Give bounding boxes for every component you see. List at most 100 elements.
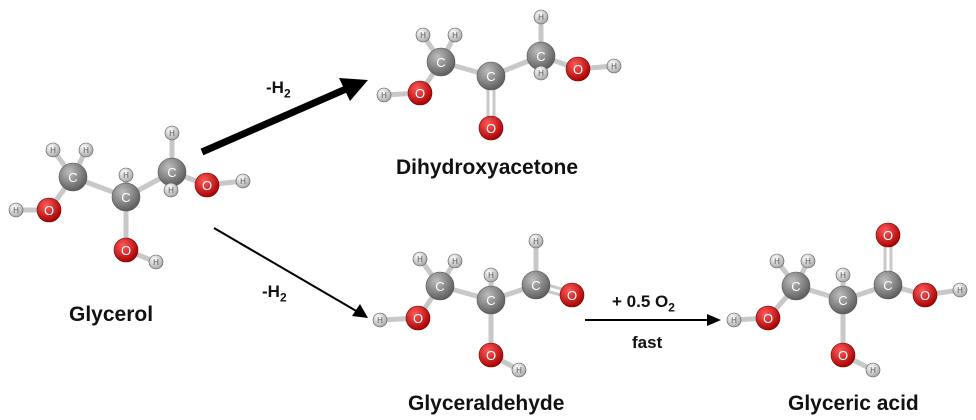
arrow-glyceraldehyde-to-glyceric-acid [585,314,721,326]
svg-text:C: C [531,278,540,293]
svg-text:H: H [516,366,522,375]
svg-text:C: C [791,279,800,294]
hydrogen-atom: H [533,9,549,25]
oxygen-atom: O [478,115,504,141]
svg-text:H: H [381,91,387,100]
hydrogen-atom: H [415,27,431,43]
hydrogen-atom: H [769,253,785,269]
svg-text:H: H [168,186,174,195]
oxygen-atom: O [565,56,591,82]
svg-text:H: H [611,62,617,71]
hydrogen-atom: H [8,202,24,218]
hydrogen-atom: H [726,312,742,328]
svg-text:H: H [533,237,539,246]
hydrogen-atom: H [606,58,622,74]
svg-text:H: H [169,129,175,138]
hydrogen-atom: H [447,27,463,43]
svg-text:H: H [417,255,423,264]
hydrogen-atom: H [412,251,428,267]
dihydroxyacetone-name: Dihydroxyacetone [396,156,579,179]
svg-text:O: O [573,62,583,77]
svg-text:O: O [763,311,773,326]
svg-text:C: C [436,55,445,70]
arrow-glycerol-to-dihydroxyacetone [200,78,368,156]
svg-text:C: C [121,190,130,205]
oxidation-reagent-label: + 0.5 O2 [612,292,675,315]
dehydrogenation-label-top: -H2 [266,78,291,101]
svg-text:H: H [774,257,780,266]
dihydroxyacetone-molecule: C C C O O H O H H H H H [376,9,622,141]
glyceraldehyde-name: Glyceraldehyde [408,392,565,415]
oxygen-atom: O [559,282,585,308]
carbon-atom: C [425,271,455,301]
svg-text:H: H [957,286,963,295]
hydrogen-atom: H [372,312,388,328]
svg-text:C: C [883,278,892,293]
carbon-atom: C [157,157,187,187]
svg-text:H: H [420,31,426,40]
svg-text:O: O [486,348,496,363]
svg-text:C: C [536,49,545,64]
svg-text:H: H [153,258,159,267]
svg-text:O: O [202,178,212,193]
oxygen-atom: O [113,237,139,263]
oxygen-atom: O [405,305,431,331]
dehydrogenation-label-bottom: -H2 [262,282,287,305]
oxygen-atom: O [194,172,220,198]
glycerol-molecule: C C C O H O H O H H H H H H [8,125,251,270]
svg-text:O: O [44,203,54,218]
hydrogen-atom: H [78,142,94,158]
oxygen-atom: O [875,222,901,248]
oxygen-atom: O [830,342,856,368]
oxygen-atom: O [407,80,433,106]
svg-text:O: O [920,288,930,303]
hydrogen-atom: H [447,253,463,269]
hydrogen-atom: H [865,362,881,378]
oxygen-atom: O [36,197,62,223]
svg-text:H: H [452,31,458,40]
svg-text:O: O [415,86,425,101]
carbon-atom: C [476,61,506,91]
svg-text:C: C [486,293,495,308]
hydrogen-atom: H [376,87,392,103]
hydrogen-atom: H [835,267,851,283]
hydrogen-atom: H [483,267,499,283]
hydrogen-atom: H [163,182,179,198]
svg-text:O: O [838,348,848,363]
hydrogen-atom: H [148,254,164,270]
svg-text:H: H [13,206,19,215]
carbon-atom: C [873,270,903,300]
svg-text:H: H [50,146,56,155]
svg-text:C: C [68,170,77,185]
oxidation-rate-label: fast [632,333,663,352]
hydrogen-atom: H [511,362,527,378]
oxygen-atom: O [912,282,938,308]
hydrogen-atom: H [45,142,61,158]
hydrogen-atom: H [235,173,251,189]
svg-text:H: H [840,271,846,280]
svg-text:C: C [435,279,444,294]
arrow-glycerol-to-glyceraldehyde [213,227,368,318]
hydrogen-atom: H [533,65,549,81]
svg-text:H: H [240,177,246,186]
hydrogen-atom: H [118,167,134,183]
svg-text:O: O [486,121,496,136]
carbon-atom: C [58,162,88,192]
svg-text:C: C [167,165,176,180]
svg-text:H: H [488,271,494,280]
svg-text:H: H [538,13,544,22]
carbon-atom: C [521,270,551,300]
hydrogen-atom: H [800,253,816,269]
svg-text:O: O [883,228,893,243]
oxygen-atom: O [755,305,781,331]
glyceric-acid-name: Glyceric acid [788,392,919,415]
svg-text:C: C [838,293,847,308]
glycerol-name: Glycerol [69,303,154,326]
svg-text:H: H [123,171,129,180]
svg-text:H: H [83,146,89,155]
svg-text:H: H [452,257,458,266]
carbon-atom: C [476,285,506,315]
svg-text:H: H [731,316,737,325]
